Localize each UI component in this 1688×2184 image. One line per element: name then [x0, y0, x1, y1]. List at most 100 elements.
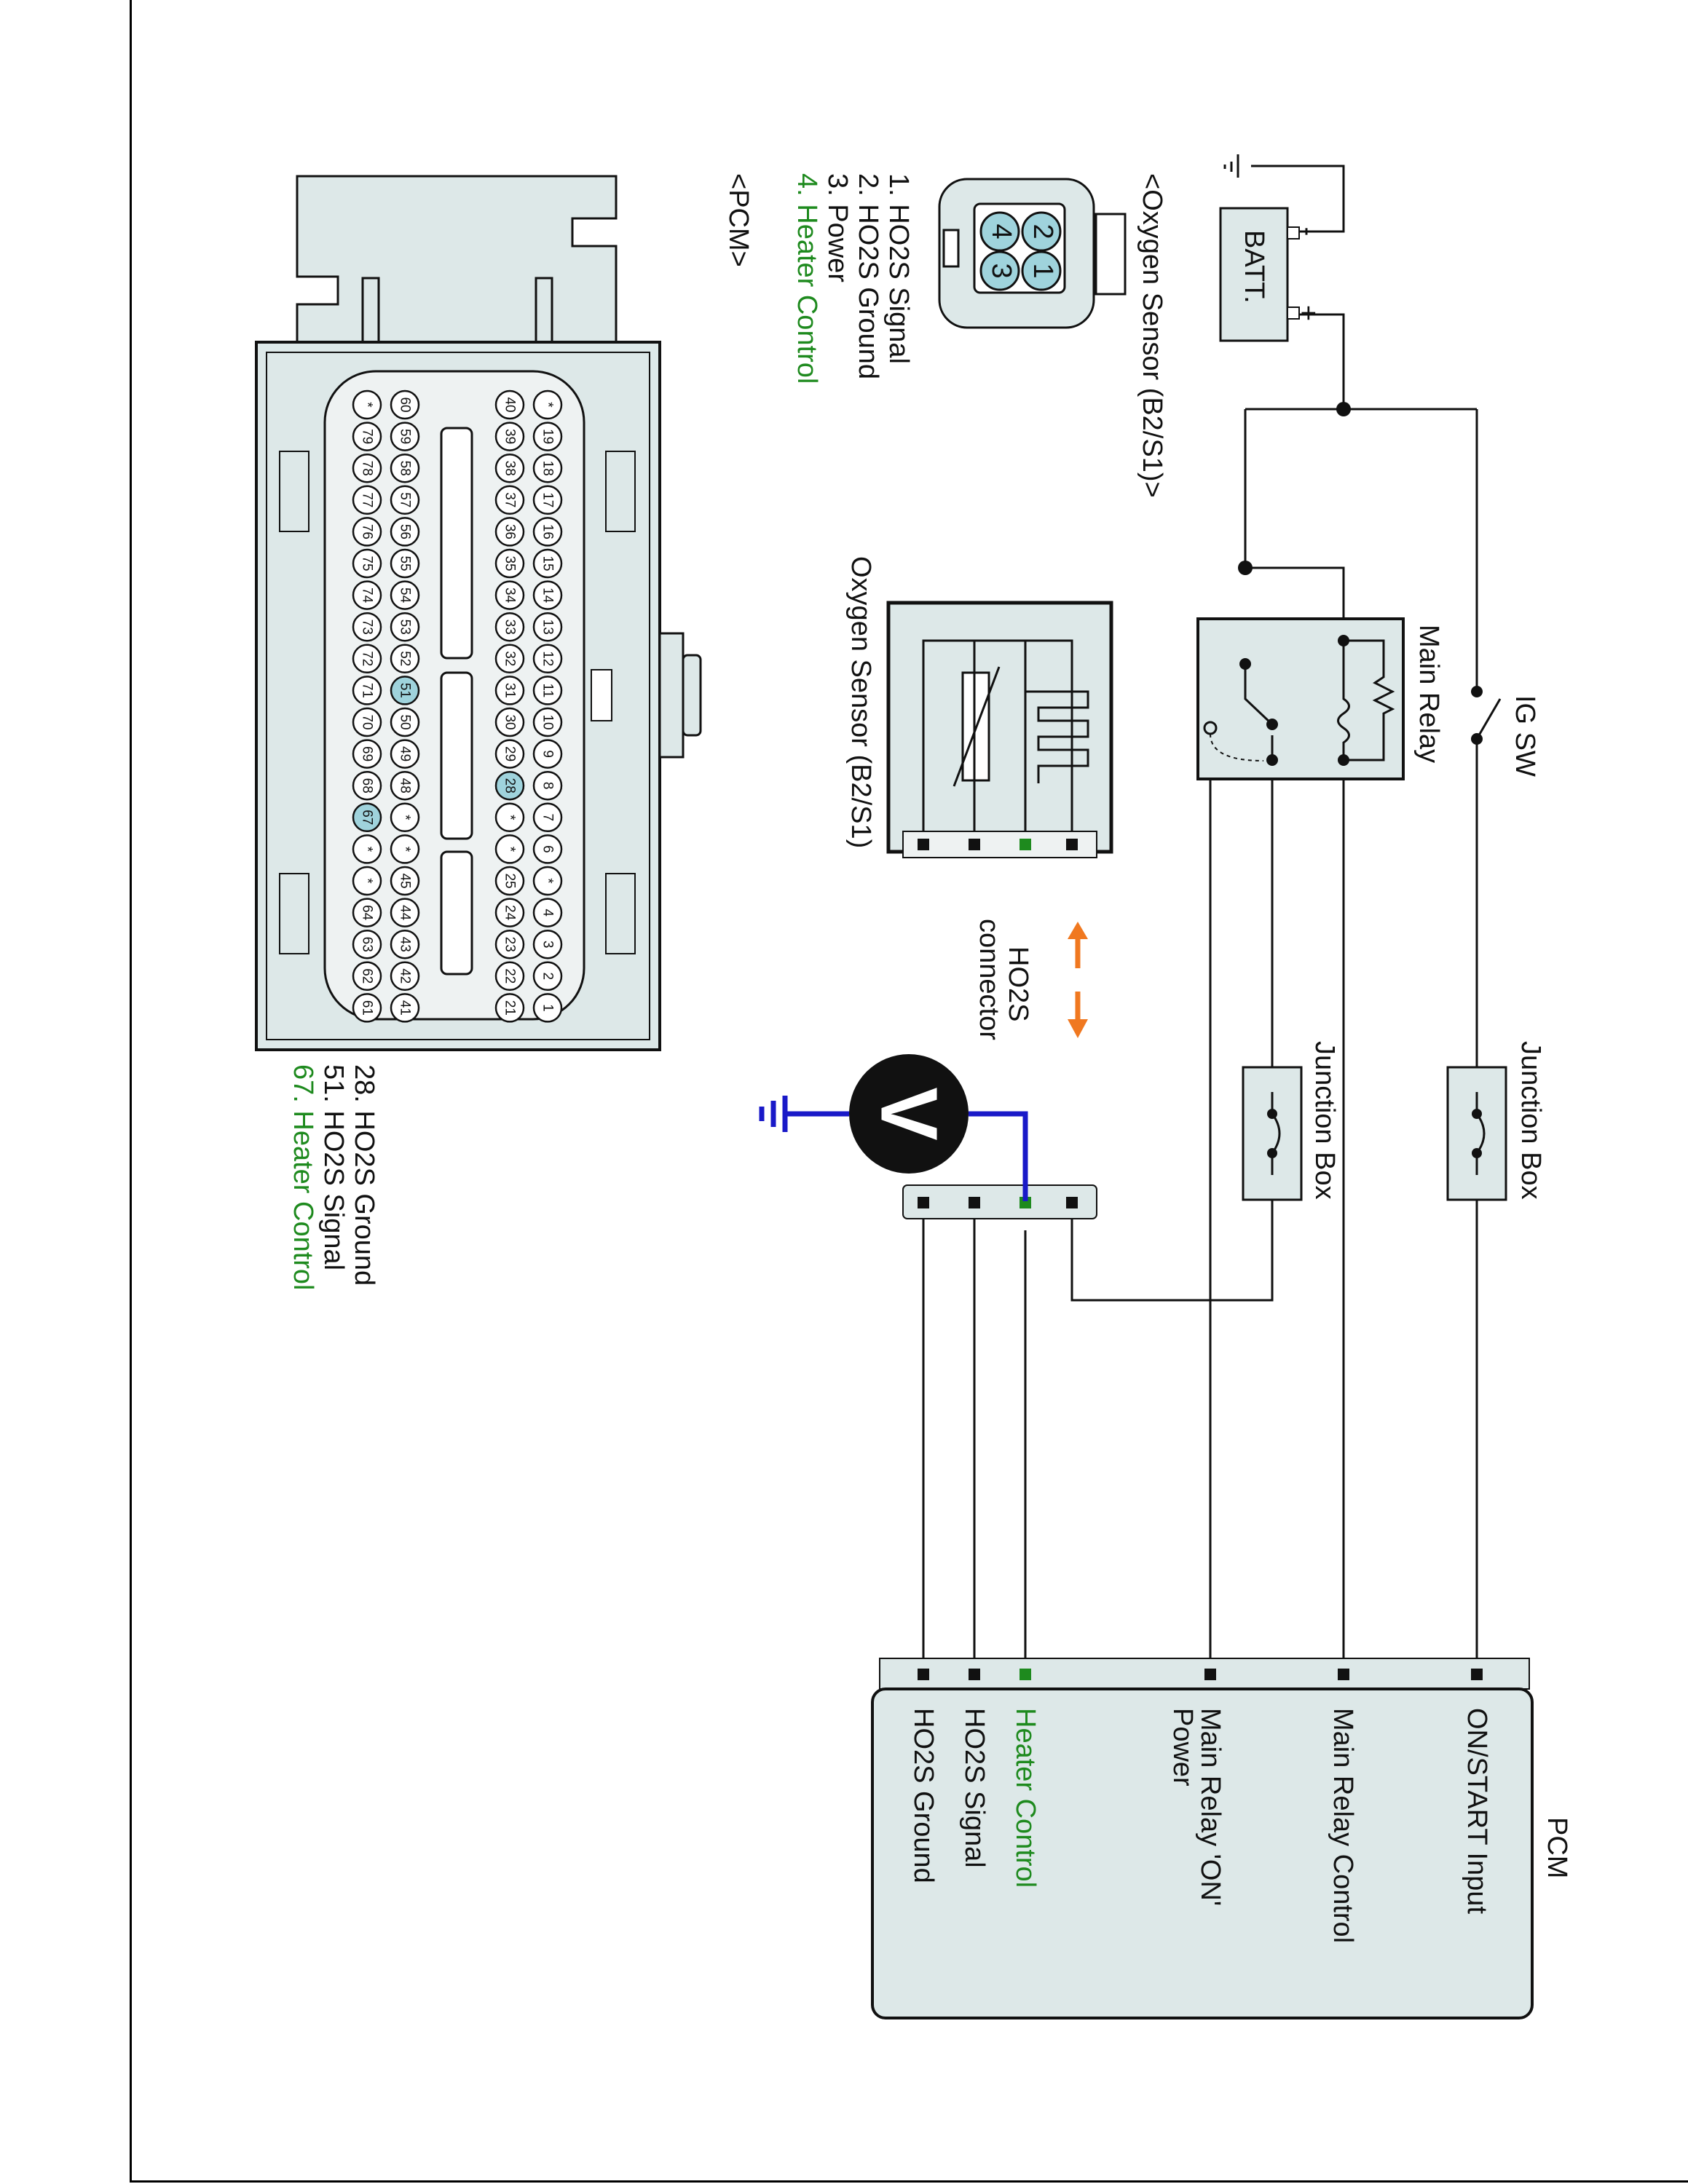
pcm-pin-label: 78 [360, 461, 375, 476]
pcm-pin-circle [352, 834, 382, 864]
pcm-pin-label: 60 [398, 397, 413, 412]
pcm-pin-label: 10 [540, 714, 556, 729]
pcm-pin-label: 14 [540, 587, 556, 604]
pcm-pin-label: 54 [398, 587, 413, 604]
pcm-pin-circle [390, 422, 420, 451]
pcm-pin-circle [494, 961, 525, 992]
pcm-pin-circle [390, 707, 420, 737]
pcm-pin-label: 69 [360, 746, 375, 761]
pcm-pin-label: 55 [398, 555, 413, 571]
pcm-legend: <PCM> 28. HO2S Ground 51. HO2S Signal 67… [288, 173, 754, 1291]
pcm-pin-label: 53 [398, 620, 413, 635]
pcm-pin-circle [390, 453, 420, 483]
junction-box-1-label: Junction Box [1515, 1041, 1546, 1200]
pcm-pin-label: 68 [360, 778, 375, 794]
pcm-pin-circle [494, 612, 525, 642]
pcm-connector-icon: *191817161514131211109876*43214039383736… [255, 175, 702, 1051]
pcm-pin-circle [494, 517, 525, 547]
pcm-pin-circle [494, 993, 525, 1023]
battery: BATT. - + [1219, 207, 1323, 342]
pcm-pin-label: 30 [502, 714, 518, 729]
pcm-pin-circle [494, 770, 525, 801]
pcm-pin-label: 21 [502, 1000, 518, 1016]
pcm-pin-circle [532, 422, 563, 451]
pcm-pin-label: 34 [502, 587, 518, 604]
pcm-pin-circle [494, 676, 525, 705]
pcm-pin-label: 42 [398, 968, 413, 984]
o2-connector-pin-4: 4. Heater Control [792, 173, 822, 384]
pcm-pin-circle [352, 707, 382, 737]
pcm-legend-pin-51: 51. HO2S Signal [318, 1064, 349, 1270]
pcm-pin-circle [352, 866, 382, 896]
pcm-pin-circle [494, 802, 525, 833]
conn-pin-4: 4 [986, 223, 1017, 239]
pcm-pin-circle [532, 485, 563, 515]
pcm-pin-label: 16 [540, 524, 556, 539]
pcm-pin-circle [494, 548, 525, 579]
battery-label: BATT. [1239, 230, 1269, 304]
pcm-pin-label: 75 [360, 555, 375, 571]
pcm-pin-circle [532, 644, 563, 674]
pcm-pin-label: 24 [502, 905, 518, 921]
pcm-pin-circle [494, 898, 525, 927]
pcm-pin-label: 12 [540, 651, 556, 666]
pcm-pin-circle [390, 517, 420, 547]
ho2s-connector-strip [902, 1184, 1097, 1219]
pcm-pin-label: 25 [502, 873, 518, 888]
ho2s-connector-arrows: HO2S connector [974, 919, 1088, 1040]
pcm-pin-label: 29 [502, 746, 518, 761]
junction-box-2-label: Junction Box [1309, 1041, 1340, 1200]
junction-box-2: Junction Box [1242, 1041, 1340, 1201]
pcm-pin-label: 43 [398, 937, 413, 952]
pcm-pin-label: * [398, 815, 413, 820]
pcm-pin-circle [352, 580, 382, 610]
pcm-pin-label: 51 [398, 683, 413, 698]
pcm-pin-label: 33 [502, 620, 518, 635]
pcm-terminal-main-relay-on-2: Power [1167, 1708, 1198, 1787]
ig-switch: IG SW [1471, 686, 1540, 777]
pcm-terminal-heater-control: Heater Control [1010, 1708, 1041, 1888]
pcm-pin-circle [352, 389, 382, 420]
pcm-pin-circle [352, 422, 382, 451]
pcm-pin-label: 50 [398, 714, 413, 729]
pcm-pin-label: 32 [502, 651, 518, 666]
pcm-pin-label: 56 [398, 524, 413, 539]
pcm-pin-circle [390, 676, 420, 705]
pcm-pin-label: 59 [398, 429, 413, 444]
pcm-pin-label: 18 [540, 461, 556, 476]
pcm-pin-circle [352, 548, 382, 579]
pcm-pin-circle [390, 485, 420, 515]
pcm-pin-label: 36 [502, 524, 518, 539]
pcm-pin-circle [352, 898, 382, 927]
pcm-pin-circle [532, 866, 563, 896]
voltmeter-symbol: V [864, 1087, 954, 1140]
pcm-pin-label: 9 [540, 750, 556, 758]
pcm-pin-label: 71 [360, 683, 375, 698]
pcm-pin-label: 67 [360, 810, 375, 825]
pcm-pin-circle [532, 517, 563, 547]
pcm-pin-circle [532, 580, 563, 610]
pcm-pin-label: 23 [502, 937, 518, 952]
pcm-pin-label: 70 [360, 714, 375, 729]
junction-dots [1238, 402, 1351, 575]
pcm-pin-label: 73 [360, 620, 375, 635]
pcm-pin-label: 49 [398, 746, 413, 761]
pcm-pin-circle [390, 612, 420, 642]
pcm-pin-circle [494, 389, 525, 420]
pcm-pin-circle [494, 834, 525, 864]
pcm-terminal-on-start: ON/START Input [1462, 1708, 1492, 1914]
pcm-pin-label: 8 [540, 782, 556, 790]
o2-connector-pin-3: 3. Power [822, 173, 853, 282]
pcm-pin-circle [352, 644, 382, 674]
pcm-pin-circle [352, 770, 382, 801]
pcm-pin-circle [532, 929, 563, 960]
pcm-pin-label: 1 [540, 1004, 556, 1012]
pcm-pin-circle [352, 929, 382, 960]
pcm-pin-circle [532, 707, 563, 737]
pcm-pin-label: 76 [360, 524, 375, 539]
pcm-pin-circle [390, 834, 420, 864]
pcm-pin-circle [390, 389, 420, 420]
battery-plus: + [1293, 305, 1323, 321]
pcm-pin-label: 62 [360, 968, 375, 984]
conn-pin-1: 1 [1028, 263, 1058, 278]
